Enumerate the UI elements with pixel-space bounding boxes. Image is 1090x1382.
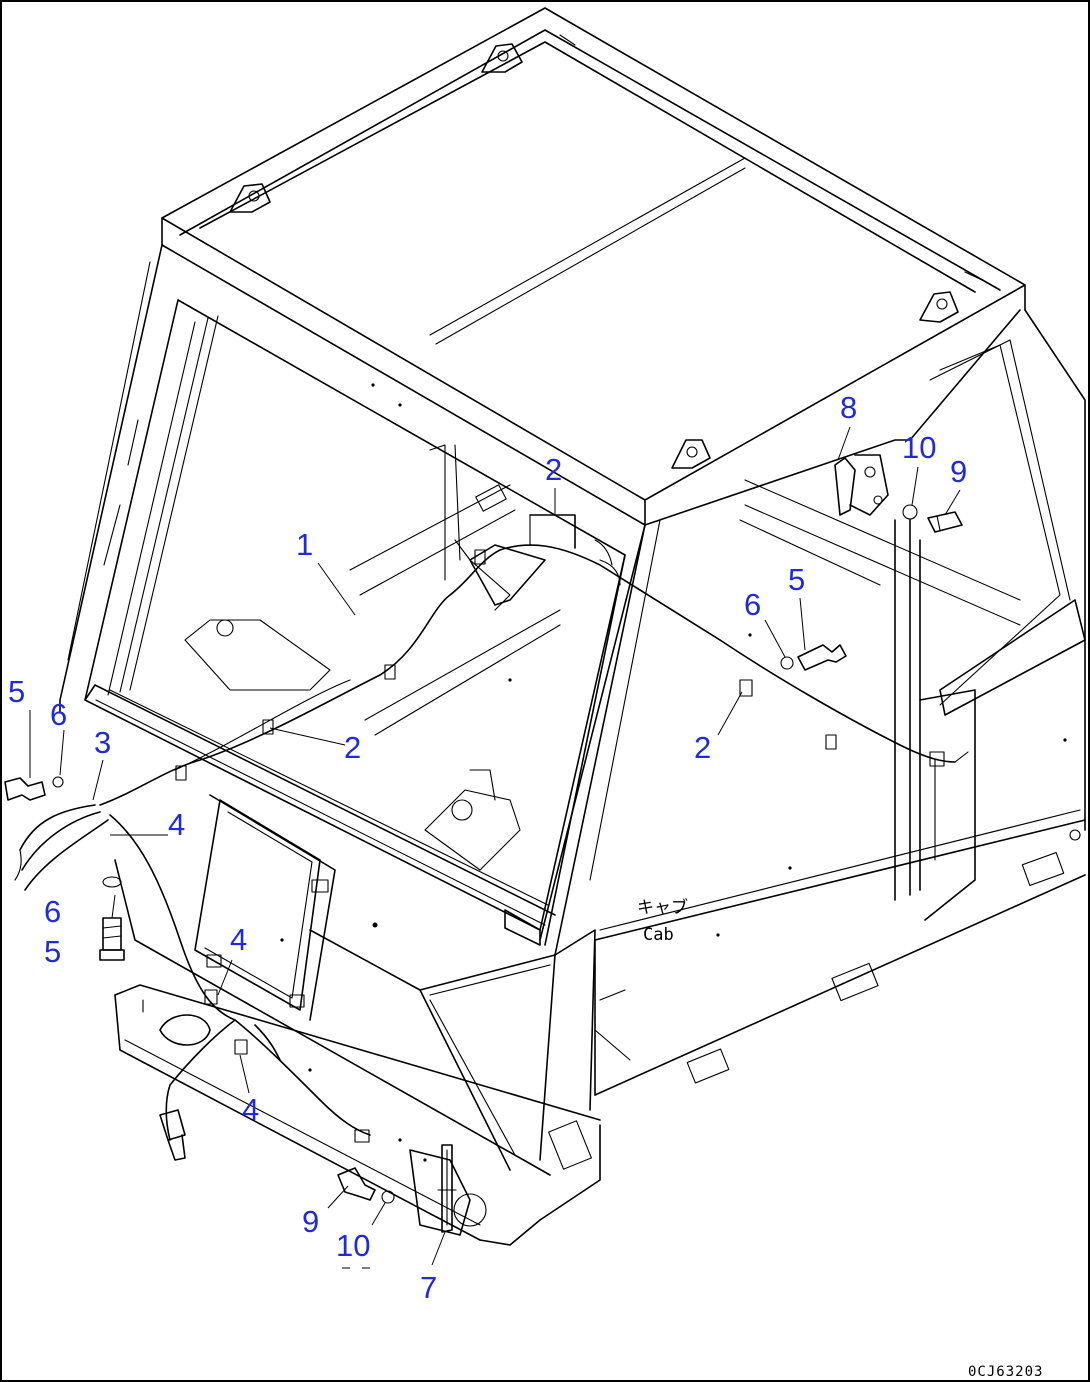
front-frame xyxy=(59,244,661,956)
callout-4-middle: 4 xyxy=(230,922,247,957)
callout-8: 8 xyxy=(840,390,857,425)
callout-9-right: 9 xyxy=(950,454,967,489)
cab-label-english: Cab xyxy=(643,925,674,945)
callout-10-right: 10 xyxy=(902,430,936,465)
callouts: 1 2 2 2 3 4 4 4 5 5 5 6 6 6 7 8 9 9 10 1… xyxy=(8,390,967,1305)
callout-6-left-bottom: 6 xyxy=(44,894,61,929)
callout-5-left-top: 5 xyxy=(8,674,25,709)
cab-label-japanese: キャブ xyxy=(637,897,688,918)
callout-7: 7 xyxy=(420,1270,437,1305)
callout-1: 1 xyxy=(296,527,313,562)
leader-lines xyxy=(29,426,961,1269)
callout-4-lower: 4 xyxy=(242,1092,259,1127)
drawing-code: 0CJ63203 xyxy=(968,1364,1043,1380)
cab-roof xyxy=(161,7,1026,526)
callout-2-center: 2 xyxy=(344,730,361,765)
callout-6-right: 6 xyxy=(744,587,761,622)
callout-2-right: 2 xyxy=(694,730,711,765)
callout-10-lower: 10 xyxy=(336,1228,370,1263)
callout-5-right: 5 xyxy=(788,562,805,597)
rear-window xyxy=(184,444,561,871)
callout-2-top: 2 xyxy=(545,452,562,487)
wire-harness xyxy=(14,514,969,1161)
callout-4-upper: 4 xyxy=(168,807,185,842)
cab-right-side xyxy=(594,309,1086,1096)
front-lower-panel xyxy=(114,794,601,1246)
callout-5-left-bottom: 5 xyxy=(44,934,61,969)
callout-9-lower: 9 xyxy=(302,1204,319,1239)
callout-6-left-top: 6 xyxy=(50,697,67,732)
hardware-parts xyxy=(4,383,1067,1233)
callout-3: 3 xyxy=(94,725,111,760)
